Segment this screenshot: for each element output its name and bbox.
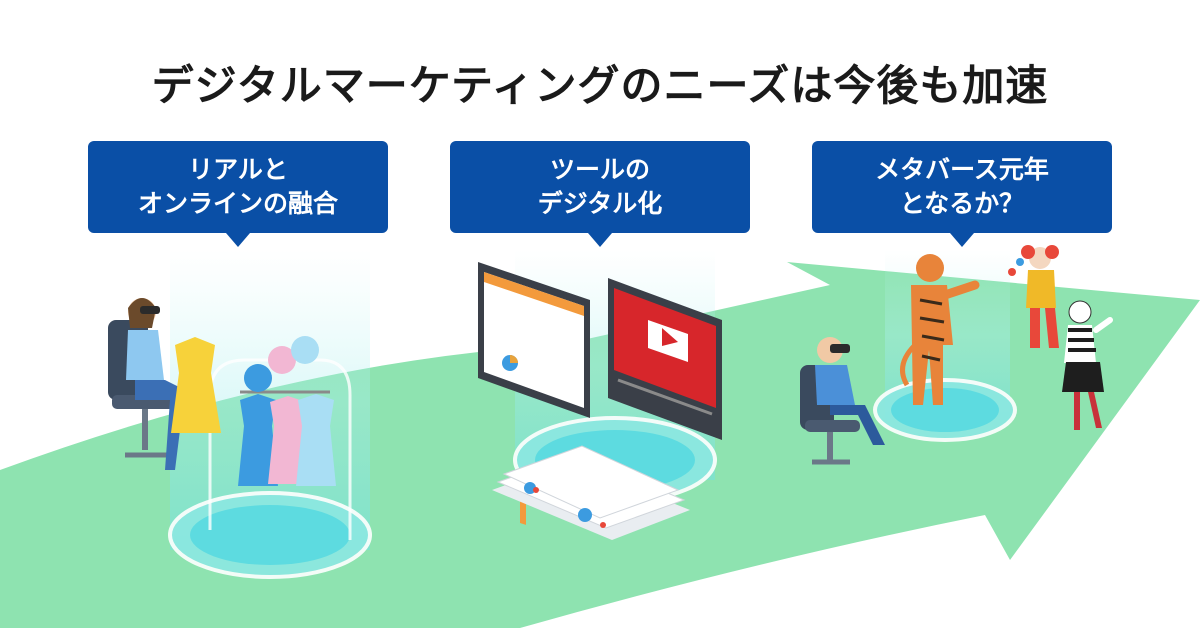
bubble-line: デジタル化 <box>537 189 663 218</box>
speech-bubble-digital-tools: ツールの デジタル化 <box>450 141 750 247</box>
bubble-line: となるか？ <box>899 189 1025 218</box>
bubble-line: メタバース元年 <box>875 155 1049 184</box>
headline: デジタルマーケティングのニーズは今後も加速 <box>151 61 1049 110</box>
bubble-line: ツールの <box>549 155 650 184</box>
scene-digital-tools <box>478 250 722 540</box>
bubble-line: リアルと <box>188 155 288 184</box>
scene-metaverse <box>800 245 1113 465</box>
speech-bubble-metaverse: メタバース元年 となるか？ <box>812 141 1112 247</box>
scene-real-online <box>108 250 372 579</box>
speech-bubble-real-online: リアルと オンラインの融合 <box>88 141 388 247</box>
bubble-line: オンラインの融合 <box>137 189 338 218</box>
